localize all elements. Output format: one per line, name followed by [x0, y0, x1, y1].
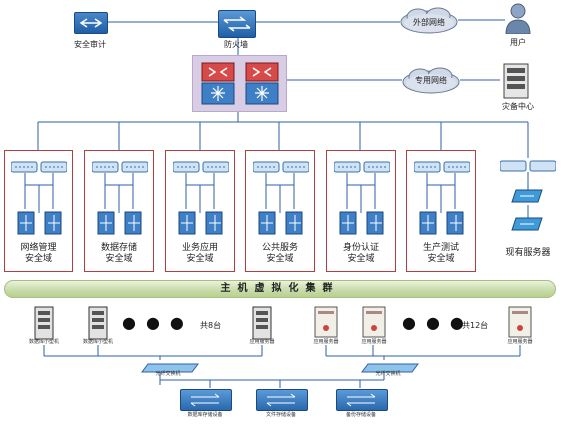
server-label: 应用服务器: [249, 339, 275, 345]
firewall-icon: [218, 10, 256, 38]
server-label: 应用服务器: [507, 339, 533, 345]
security-domain-network-mgmt: 网络管理 安全域: [4, 150, 73, 272]
user-label: 用户: [510, 38, 526, 47]
ellipsis-dots: ●●●: [122, 313, 194, 332]
core-switch-group: [192, 55, 287, 112]
storage-label: 文件存储设备: [265, 412, 296, 418]
internet-cloud-icon: [398, 6, 460, 36]
existing-server-switch-icon: [510, 216, 546, 236]
server-label: 应用服务器: [361, 339, 387, 345]
domain-suffix: 安全域: [105, 254, 133, 264]
domain-firewall-icon: [97, 211, 143, 241]
file-storage-icon: [256, 389, 308, 411]
database-storage-icon: [180, 389, 232, 411]
security-domain-data-storage: 数据存储 安全域: [84, 150, 154, 272]
domain-name: 身份认证: [342, 243, 379, 253]
domain-switch-icon: [10, 159, 68, 178]
domain-suffix: 安全域: [186, 254, 214, 264]
storage-label: 备份存储设备: [345, 412, 376, 418]
backup-storage-icon: [336, 389, 388, 411]
domain-name: 网络管理: [20, 243, 57, 253]
domain-firewall-icon: [339, 211, 385, 241]
app-server-icon: [508, 306, 532, 342]
domain-name: 数据存储: [100, 243, 137, 253]
server-label: 数据库小型机: [82, 339, 113, 345]
dr-center-label: 灾备中心: [502, 102, 534, 111]
existing-switch-icon: [499, 158, 557, 177]
fc-switch-icon: [140, 358, 200, 377]
internet-label: 外部网络: [413, 18, 445, 27]
core-switch-icon: [201, 62, 235, 106]
domain-firewall-icon: [419, 211, 465, 241]
dr-center-server-icon: [502, 62, 530, 100]
security-domain-production-test: 生产测试 安全域: [406, 150, 476, 272]
fc-switch-label: 光纤交换机: [155, 371, 181, 377]
security-domain-business-app: 业务应用 安全域: [165, 150, 235, 272]
left-group-count: 共8台: [200, 321, 222, 330]
storage-label: 数据库存储设备: [187, 412, 223, 418]
app-server-icon: [252, 306, 272, 344]
fc-switch-label: 光纤交换机: [375, 371, 401, 377]
app-server-icon: [362, 306, 386, 342]
core-switch-icon: [245, 62, 279, 106]
minicomputer-icon: [34, 306, 54, 344]
domain-switch-icon: [91, 159, 149, 178]
ellipsis-dots: ●●●: [402, 313, 474, 332]
domain-suffix: 安全域: [427, 254, 455, 264]
existing-server-switch-icon: [510, 188, 546, 208]
security-domain-identity-auth: 身份认证 安全域: [326, 150, 396, 272]
app-server-icon: [314, 306, 338, 342]
firewall-label: 防火墙: [224, 40, 248, 49]
domain-suffix: 安全域: [266, 254, 294, 264]
private-network-cloud-icon: [400, 66, 462, 96]
user-icon: [505, 2, 531, 35]
server-label: 数据库小型机: [28, 339, 59, 345]
domain-firewall-icon: [258, 211, 304, 241]
domain-name: 业务应用: [181, 243, 218, 253]
domain-switch-icon: [413, 159, 471, 178]
server-label: 应用服务器: [313, 339, 339, 345]
domain-suffix: 安全域: [347, 254, 375, 264]
domain-firewall-icon: [178, 211, 224, 241]
security-domain-public-service: 公共服务 安全域: [245, 150, 315, 272]
audit-device-icon: [74, 12, 108, 34]
minicomputer-icon: [88, 306, 108, 344]
domain-name: 公共服务: [261, 243, 298, 253]
domain-firewall-icon: [17, 211, 63, 241]
private-network-label: 专用网络: [415, 76, 447, 85]
audit-label: 安全审计: [74, 40, 106, 49]
domain-suffix: 安全域: [24, 254, 52, 264]
virtualization-cluster-bar: 主机虚拟化集群: [4, 280, 556, 298]
domain-name: 生产测试: [422, 243, 459, 253]
existing-servers-label: 现有服务器: [505, 248, 551, 258]
right-group-count: 共12台: [462, 321, 489, 330]
fc-switch-icon: [360, 358, 420, 377]
domain-switch-icon: [252, 159, 310, 178]
